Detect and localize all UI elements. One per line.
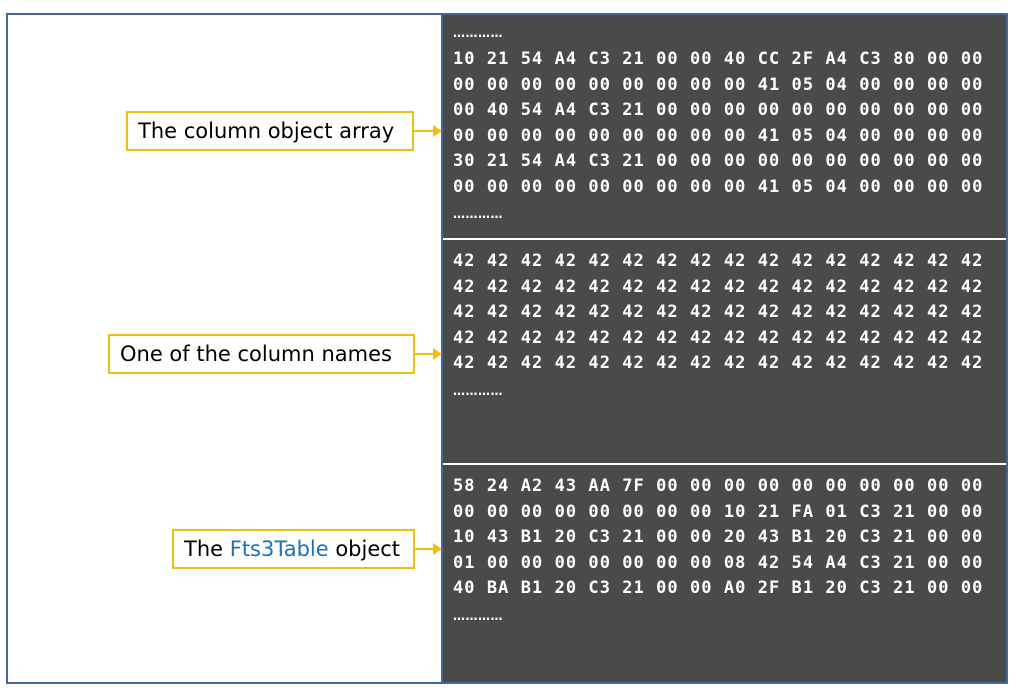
arrow-right-icon (433, 543, 442, 555)
hex-row: 00 00 00 00 00 00 00 00 00 41 05 04 00 0… (453, 177, 984, 197)
ellipsis-bottom-1: ………… (453, 207, 503, 221)
hex-row: 00 00 00 00 00 00 00 00 10 21 FA 01 C3 2… (453, 502, 984, 522)
hex-row: 10 21 54 A4 C3 21 00 00 40 CC 2F A4 C3 8… (453, 49, 984, 69)
hex-row: 42 42 42 42 42 42 42 42 42 42 42 42 42 4… (453, 277, 984, 297)
label-text: One of the column names (120, 342, 392, 366)
arrow-shaft (414, 130, 434, 132)
ellipsis-top-1: ………… (453, 26, 503, 40)
hex-row: 30 21 54 A4 C3 21 00 00 00 00 00 00 00 0… (453, 151, 984, 171)
label-column-name: One of the column names (108, 334, 415, 374)
block-divider-2 (443, 463, 1006, 465)
label-text-suffix: object (328, 537, 401, 561)
hex-row: 42 42 42 42 42 42 42 42 42 42 42 42 42 4… (453, 328, 984, 348)
block-divider-1 (443, 238, 1006, 240)
label-text: The column object array (138, 119, 395, 143)
arrow-shaft (415, 353, 434, 355)
hex-row: 00 00 00 00 00 00 00 00 00 41 05 04 00 0… (453, 126, 984, 146)
ellipsis-bottom-3: ………… (453, 609, 503, 623)
hex-row: 10 43 B1 20 C3 21 00 00 20 43 B1 20 C3 2… (453, 527, 984, 547)
hex-row: 42 42 42 42 42 42 42 42 42 42 42 42 42 4… (453, 302, 984, 322)
ellipsis-bottom-2: ………… (453, 384, 503, 398)
hex-row: 40 BA B1 20 C3 21 00 00 A0 2F B1 20 C3 2… (453, 578, 984, 598)
hex-row: 01 00 00 00 00 00 00 00 08 42 54 A4 C3 2… (453, 553, 984, 573)
arrow-right-icon (433, 125, 442, 137)
label-text-fts3table: Fts3Table (229, 537, 329, 561)
label-fts3table-object: The Fts3Table object (172, 529, 415, 569)
label-text-prefix: The (184, 537, 230, 561)
label-column-object-array: The column object array (126, 111, 414, 151)
hex-row: 42 42 42 42 42 42 42 42 42 42 42 42 42 4… (453, 353, 984, 373)
arrow-right-icon (433, 348, 442, 360)
hex-row: 58 24 A2 43 AA 7F 00 00 00 00 00 00 00 0… (453, 476, 984, 496)
arrow-shaft (415, 548, 434, 550)
hex-row: 00 40 54 A4 C3 21 00 00 00 00 00 00 00 0… (453, 100, 984, 120)
hex-row: 42 42 42 42 42 42 42 42 42 42 42 42 42 4… (453, 251, 984, 271)
hex-dump-panel: ………… 10 21 54 A4 C3 21 00 00 40 CC 2F A4… (441, 13, 1008, 684)
hex-row: 00 00 00 00 00 00 00 00 00 41 05 04 00 0… (453, 75, 984, 95)
